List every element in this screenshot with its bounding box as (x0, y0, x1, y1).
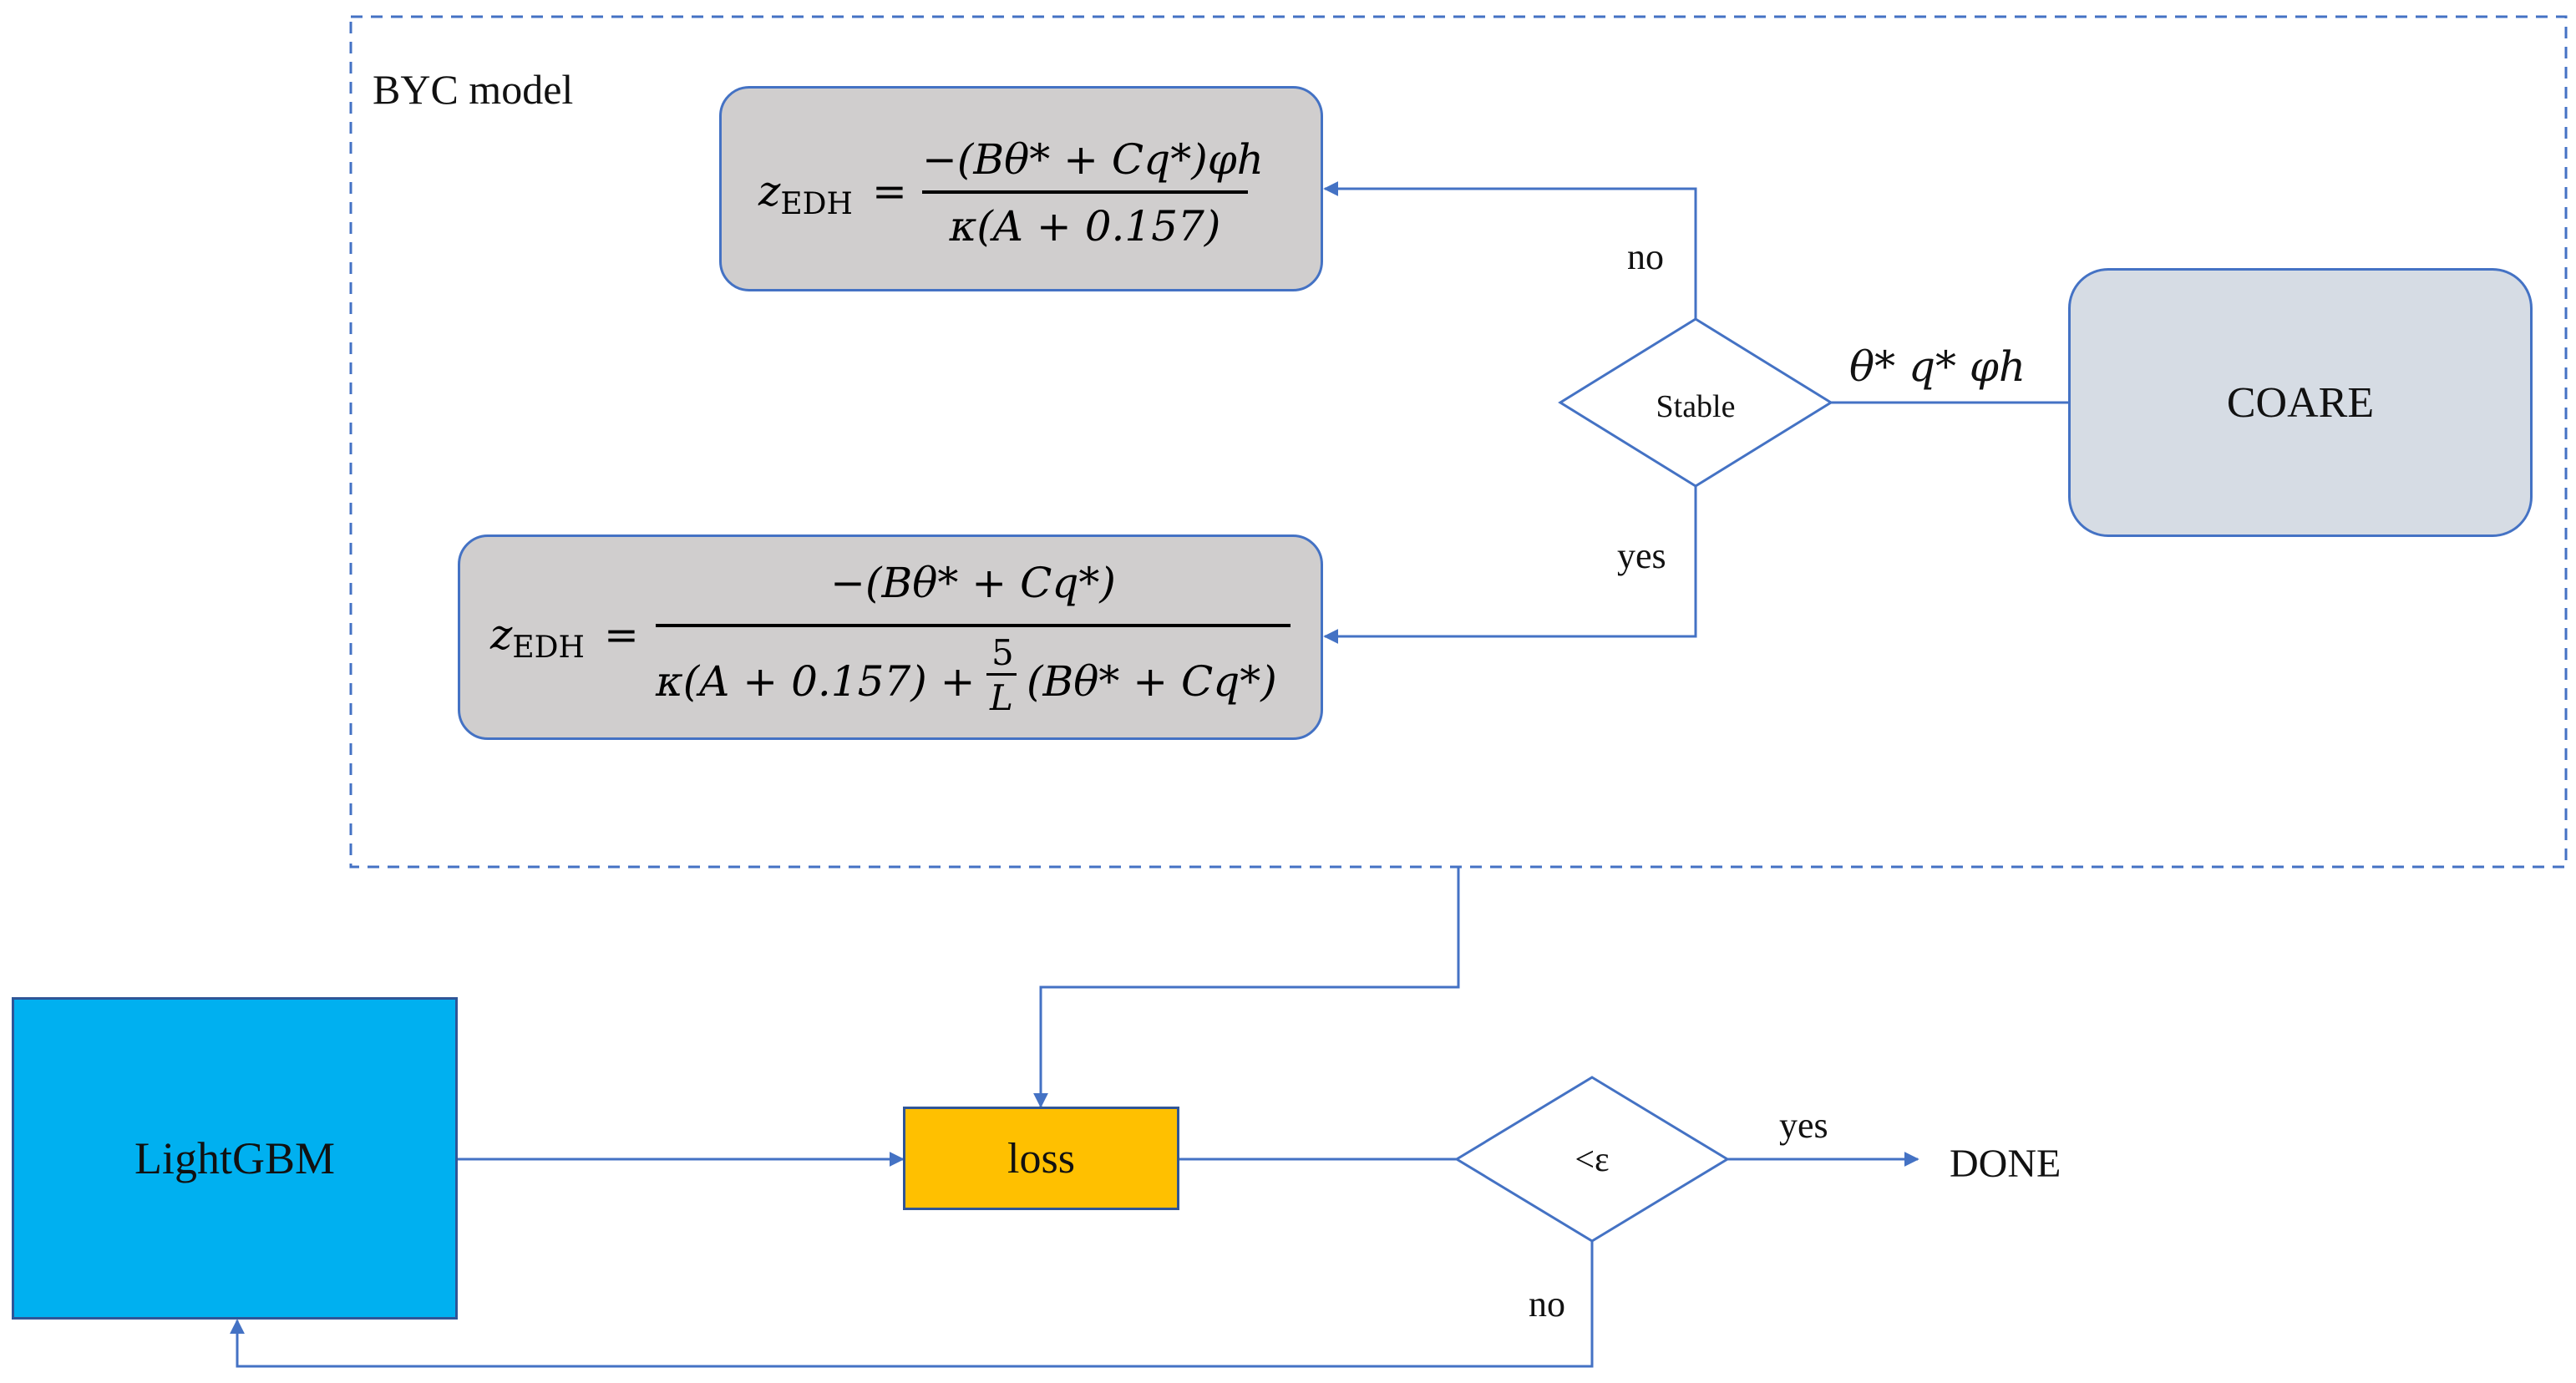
stable-no-arrow (1323, 181, 1697, 319)
coare-variables-label: θ* q* φh (1849, 342, 2026, 391)
stable-no-label: no (1627, 236, 1664, 277)
formula-box-unstable: zEDH = −(Bθ* + Cq*)φh κ(A + 0.157) (719, 86, 1323, 291)
formula-stable-lhs: zEDH (490, 610, 585, 665)
threshold-no-arrow (230, 1241, 1594, 1368)
lightgbm-box: LightGBM (12, 997, 458, 1320)
formula-stable-denominator-a: κ(A + 0.157) + (656, 657, 976, 706)
formula-stable-inner-fraction-bar (986, 673, 1017, 676)
threshold-no-label: no (1529, 1284, 1565, 1325)
formula-stable-numerator: −(Bθ* + Cq*) (830, 559, 1116, 607)
formula-stable-denominator-b: (Bθ* + Cq*) (1027, 657, 1277, 706)
byc-to-loss-arrow (1033, 867, 1460, 1108)
formula-unstable-denominator: κ(A + 0.157) (949, 202, 1221, 251)
formula-stable-fraction-bar (656, 624, 1291, 627)
formula-stable-equals: = (604, 610, 639, 659)
formula-unstable-fraction-bar (922, 190, 1248, 194)
stable-yes-label: yes (1617, 535, 1666, 576)
threshold-yes-label: yes (1779, 1105, 1828, 1146)
done-label: DONE (1950, 1142, 2061, 1186)
formula-box-stable: zEDH = −(Bθ* + Cq*) κ(A + 0.157) + 5 L (… (458, 534, 1323, 740)
byc-model-title: BYC model (373, 66, 574, 113)
formula-unstable-numerator: −(Bθ* + Cq*)φh (922, 135, 1264, 184)
threshold-decision-label: <ε (1575, 1141, 1610, 1179)
formula-stable-L: L (990, 677, 1013, 718)
formula-unstable-equals: = (872, 167, 907, 215)
stable-yes-arrow (1323, 486, 1697, 644)
formula-unstable-lhs: zEDH (758, 167, 853, 221)
coare-box: COARE (2068, 268, 2533, 537)
formula-stable-five: 5 (991, 632, 1014, 673)
loss-box: loss (903, 1107, 1179, 1210)
stable-decision-label: Stable (1656, 389, 1736, 424)
